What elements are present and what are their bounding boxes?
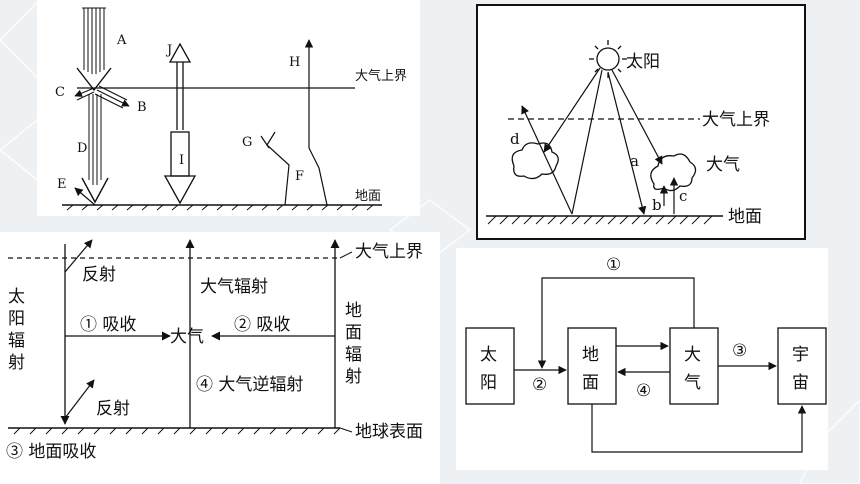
label-ground-radiation: 地 面 辐 射 (345, 301, 362, 387)
label-ground: 地面 (355, 189, 381, 204)
panel-radiation-flow: 大气上界 地球表面 太 阳 辐 射 地 (0, 232, 440, 484)
ray-to-cloud (543, 67, 601, 153)
arrow-a-solar (76, 7, 112, 92)
ray-d-reflected (521, 105, 573, 215)
box-space-label-2: 宙 (792, 373, 809, 393)
arrow-j (168, 42, 192, 130)
label-ground: 地面 (728, 207, 762, 227)
box-space (777, 327, 827, 405)
label-absorb2: ② 吸收 (234, 315, 290, 335)
label-atmosphere: 大气 (170, 327, 204, 347)
box-atm-label-1: 大 (684, 345, 701, 365)
label-n2: ② (532, 375, 547, 395)
arrow-c (74, 87, 95, 101)
label-i: I (179, 153, 184, 168)
label-ground-absorb: ③ 地面吸收 (6, 442, 96, 462)
box-sun-label-2: 阳 (480, 373, 497, 393)
arrow-b (94, 85, 130, 109)
svg-text:面: 面 (345, 323, 362, 343)
label-b: B (137, 100, 147, 115)
reflect-top-arrow (64, 239, 93, 273)
ray-to-cloud-right (611, 69, 663, 165)
label-sun: 太阳 (626, 52, 660, 72)
sun-icon (589, 40, 627, 78)
cloud-left (511, 142, 559, 180)
label-j: J (165, 43, 172, 58)
arrow-e (74, 187, 96, 206)
label-b: b (652, 196, 662, 214)
label-atmosphere-top: 大气上界 (702, 110, 770, 130)
box-sun-label-1: 太 (480, 345, 497, 365)
panel-heat-budget-arrows: A C B D E J I H G F 大气上界 地面 (37, 0, 420, 216)
ray-a (607, 71, 647, 215)
label-g: G (242, 135, 252, 150)
label-atmosphere: 大气 (706, 155, 740, 175)
arrow-ground-space (591, 404, 807, 453)
label-n4: ④ (636, 381, 651, 401)
box-sun (465, 327, 515, 405)
label-d: d (510, 130, 520, 148)
box-ground-label-2: 面 (582, 373, 599, 393)
svg-text:地: 地 (345, 301, 362, 321)
label-atmosphere-top: 大气上界 (355, 242, 423, 262)
svg-text:太: 太 (8, 287, 25, 307)
label-c: c (679, 187, 687, 205)
label-e: E (57, 177, 67, 192)
label-atmosphere-top: 大气上界 (355, 68, 407, 84)
arrow-f-g (260, 131, 328, 206)
arrow-d (81, 94, 109, 204)
svg-text:辐: 辐 (8, 331, 25, 351)
label-atm-radiation: 大气辐射 (200, 277, 268, 297)
cloud-right (650, 153, 697, 192)
arrow-i (163, 131, 197, 205)
label-a: a (630, 152, 639, 170)
label-f: F (295, 169, 304, 184)
svg-text:辐: 辐 (345, 345, 362, 365)
svg-text:射: 射 (345, 367, 362, 387)
label-solar-radiation: 太 阳 辐 射 (8, 287, 25, 373)
label-d: D (77, 141, 87, 156)
label-c: C (55, 85, 65, 100)
svg-text:射: 射 (8, 353, 25, 373)
label-n3: ③ (732, 341, 747, 361)
label-h: H (289, 55, 300, 70)
box-space-label-1: 宇 (792, 345, 809, 365)
label-reflect-bottom: 反射 (96, 399, 130, 419)
box-ground-label-1: 地 (582, 345, 599, 365)
panel-energy-flow-boxes: 太 阳 地 面 大 气 宇 宙 ① ② ③ ④ (456, 248, 828, 470)
reflect-bottom-arrow (64, 379, 95, 419)
label-reflect-top: 反射 (82, 265, 116, 285)
label-absorb1: ① 吸收 (80, 315, 136, 335)
svg-text:阳: 阳 (8, 309, 25, 329)
box-atm-label-2: 气 (684, 373, 701, 393)
label-surface: 地球表面 (355, 422, 423, 442)
ray-to-ground (571, 69, 603, 215)
arrow-loop-1 (537, 277, 695, 369)
label-n1: ① (606, 255, 621, 275)
label-back-radiation: ④ 大气逆辐射 (196, 375, 303, 395)
label-a: A (116, 33, 127, 48)
panel-sun-atmosphere: 太阳 大气上界 地面 大气 d (476, 4, 806, 240)
